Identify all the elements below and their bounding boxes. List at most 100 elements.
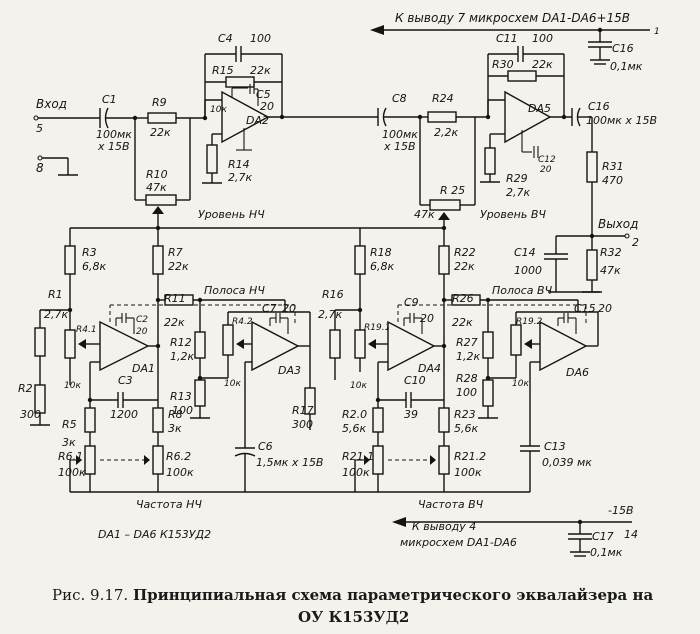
svg-text:22к: 22к xyxy=(250,64,271,77)
da1-label: DA1 xyxy=(132,362,155,375)
svg-text:C13: C13 xyxy=(544,440,566,453)
svg-text:1,2к: 1,2к xyxy=(170,350,194,363)
svg-text:R4.2: R4.2 xyxy=(232,317,253,327)
svg-text:x 15В: x 15В xyxy=(383,140,416,153)
svg-text:0,039 мк: 0,039 мк xyxy=(542,456,592,469)
da3-label: DA3 xyxy=(278,364,301,377)
svg-text:47к: 47к xyxy=(600,264,621,277)
svg-text:C14: C14 xyxy=(514,246,536,259)
svg-text:R 25: R 25 xyxy=(440,184,465,197)
svg-text:микросхем DA1-DA6: микросхем DA1-DA6 xyxy=(400,536,517,549)
input-section xyxy=(33,107,208,176)
svg-text:R26: R26 xyxy=(452,292,474,305)
level-hf-label: Уровень ВЧ xyxy=(480,208,546,221)
svg-text:300: 300 xyxy=(20,408,41,421)
svg-text:R17: R17 xyxy=(292,404,314,417)
svg-text:R19.2: R19.2 xyxy=(516,317,543,327)
svg-text:R2.0: R2.0 xyxy=(342,408,367,421)
band-hf-label: Полоса ВЧ xyxy=(492,284,553,297)
svg-text:5,6к: 5,6к xyxy=(454,422,478,435)
svg-text:2: 2 xyxy=(632,236,639,249)
svg-text:C15: C15 xyxy=(574,302,596,315)
svg-text:C1: C1 xyxy=(102,93,117,106)
svg-text:100: 100 xyxy=(172,404,193,417)
svg-text:0,1мк: 0,1мк xyxy=(610,60,643,73)
svg-text:-15В: -15В xyxy=(608,504,634,517)
svg-text:2,7к: 2,7к xyxy=(506,186,530,199)
svg-text:0,1мк: 0,1мк xyxy=(590,546,623,559)
svg-text:R31: R31 xyxy=(602,160,624,173)
svg-text:10к: 10к xyxy=(224,379,241,389)
svg-text:C16: C16 xyxy=(612,42,634,55)
svg-text:2,7к: 2,7к xyxy=(44,308,68,321)
svg-text:R21.2: R21.2 xyxy=(454,450,486,463)
svg-text:R4.1: R4.1 xyxy=(76,325,97,335)
svg-text:C5: C5 xyxy=(256,88,271,101)
svg-text:R15: R15 xyxy=(212,64,234,77)
svg-text:R1: R1 xyxy=(48,288,63,301)
svg-text:100мк: 100мк xyxy=(382,128,418,141)
svg-text:1,2к: 1,2к xyxy=(456,350,480,363)
r10-level xyxy=(70,118,360,231)
da6-label: DA6 xyxy=(566,366,589,379)
svg-text:C7: C7 xyxy=(262,302,277,315)
svg-text:1200: 1200 xyxy=(110,408,138,421)
svg-text:R8: R8 xyxy=(168,408,183,421)
da3-opamp xyxy=(251,320,300,372)
hf-input xyxy=(300,107,491,231)
freq-lf-label: Частота НЧ xyxy=(136,498,202,511)
svg-text:47к: 47к xyxy=(414,208,435,221)
svg-text:R11: R11 xyxy=(164,292,186,305)
svg-text:39: 39 xyxy=(404,408,418,421)
hf-filter xyxy=(304,228,599,493)
svg-text:22к: 22к xyxy=(532,58,553,71)
ic-type-label: DA1 – DA6 К153УД2 xyxy=(98,528,211,541)
svg-text:C8: C8 xyxy=(392,92,407,105)
output-section xyxy=(544,233,630,293)
da2-label: DA2 xyxy=(246,114,269,127)
svg-text:22к: 22к xyxy=(168,260,189,273)
svg-text:R32: R32 xyxy=(600,246,622,259)
svg-text:R23: R23 xyxy=(454,408,476,421)
svg-text:20: 20 xyxy=(282,302,296,315)
lf-filter xyxy=(30,228,335,493)
svg-text:C6: C6 xyxy=(258,440,273,453)
svg-text:1000: 1000 xyxy=(514,264,542,277)
svg-text:10к: 10к xyxy=(210,105,227,115)
component-labels: К выводу 7 микросхем DA1-DA6+15В 1 C16 0… xyxy=(18,11,660,559)
svg-text:20: 20 xyxy=(598,302,612,315)
svg-text:22к: 22к xyxy=(454,260,475,273)
band-lf-label: Полоса НЧ xyxy=(204,284,265,297)
da4-label: DA4 xyxy=(418,362,441,375)
svg-text:100к: 100к xyxy=(58,466,86,479)
svg-text:C11: C11 xyxy=(496,32,518,45)
svg-text:2,7к: 2,7к xyxy=(318,308,342,321)
caption-line2: ОУ К153УД2 xyxy=(298,608,409,626)
svg-text:47к: 47к xyxy=(146,181,167,194)
svg-text:20: 20 xyxy=(136,327,148,337)
svg-text:C3: C3 xyxy=(118,374,133,387)
da4-opamp xyxy=(387,320,436,372)
svg-text:C16: C16 xyxy=(588,100,610,113)
svg-text:100: 100 xyxy=(456,386,477,399)
svg-text:R14: R14 xyxy=(228,158,250,171)
svg-text:R6.1: R6.1 xyxy=(58,450,83,463)
svg-text:2,2к: 2,2к xyxy=(434,126,458,139)
svg-text:6,8к: 6,8к xyxy=(370,260,394,273)
svg-text:20: 20 xyxy=(260,100,274,113)
svg-text:20: 20 xyxy=(540,165,552,175)
svg-text:R9: R9 xyxy=(152,96,167,109)
da2-stage xyxy=(202,46,300,184)
svg-text:К выводу 4: К выводу 4 xyxy=(412,520,476,533)
svg-text:100: 100 xyxy=(250,32,271,45)
input-label: Вход xyxy=(36,97,67,111)
svg-text:1: 1 xyxy=(654,27,660,37)
svg-text:R16: R16 xyxy=(322,288,344,301)
svg-text:100к: 100к xyxy=(454,466,482,479)
svg-text:R22: R22 xyxy=(454,246,476,259)
svg-text:10к: 10к xyxy=(64,381,81,391)
svg-text:R13: R13 xyxy=(170,390,192,403)
svg-text:22к: 22к xyxy=(164,316,185,329)
